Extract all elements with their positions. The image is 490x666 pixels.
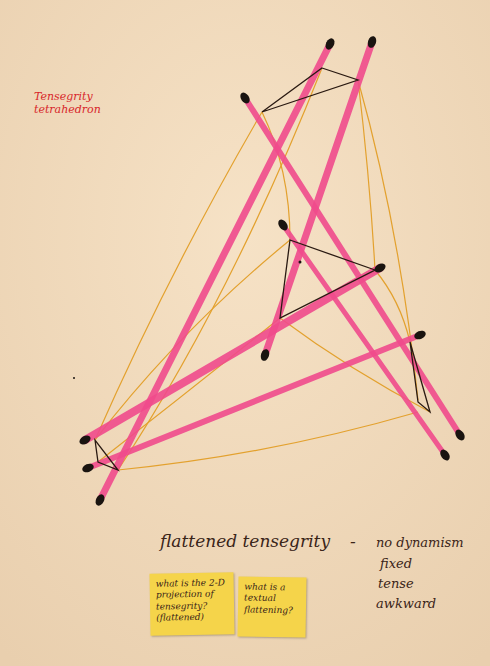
note-text: what is a textual flattening? xyxy=(244,582,301,617)
handwritten-note: fixed xyxy=(380,557,412,572)
sticky-note: what is the 2-D projection of tensegrity… xyxy=(149,572,234,635)
handwritten-note: no dynamism xyxy=(376,536,464,551)
ink-dot xyxy=(73,377,75,379)
handwritten-note: flattened tensegrity xyxy=(160,532,330,552)
handwritten-note: awkward xyxy=(376,597,436,612)
sketch-title: Tensegrity tetrahedron xyxy=(34,90,112,116)
note-text: what is the 2-D projection of tensegrity… xyxy=(156,577,229,623)
node-triangles xyxy=(95,68,430,470)
sticky-note: what is a textual flattening? xyxy=(237,576,306,637)
strut-caps xyxy=(78,35,467,507)
compression-struts xyxy=(85,42,460,500)
handwritten-note: - xyxy=(350,532,356,552)
ink-dot xyxy=(299,261,302,264)
handwritten-note: tense xyxy=(378,577,414,592)
